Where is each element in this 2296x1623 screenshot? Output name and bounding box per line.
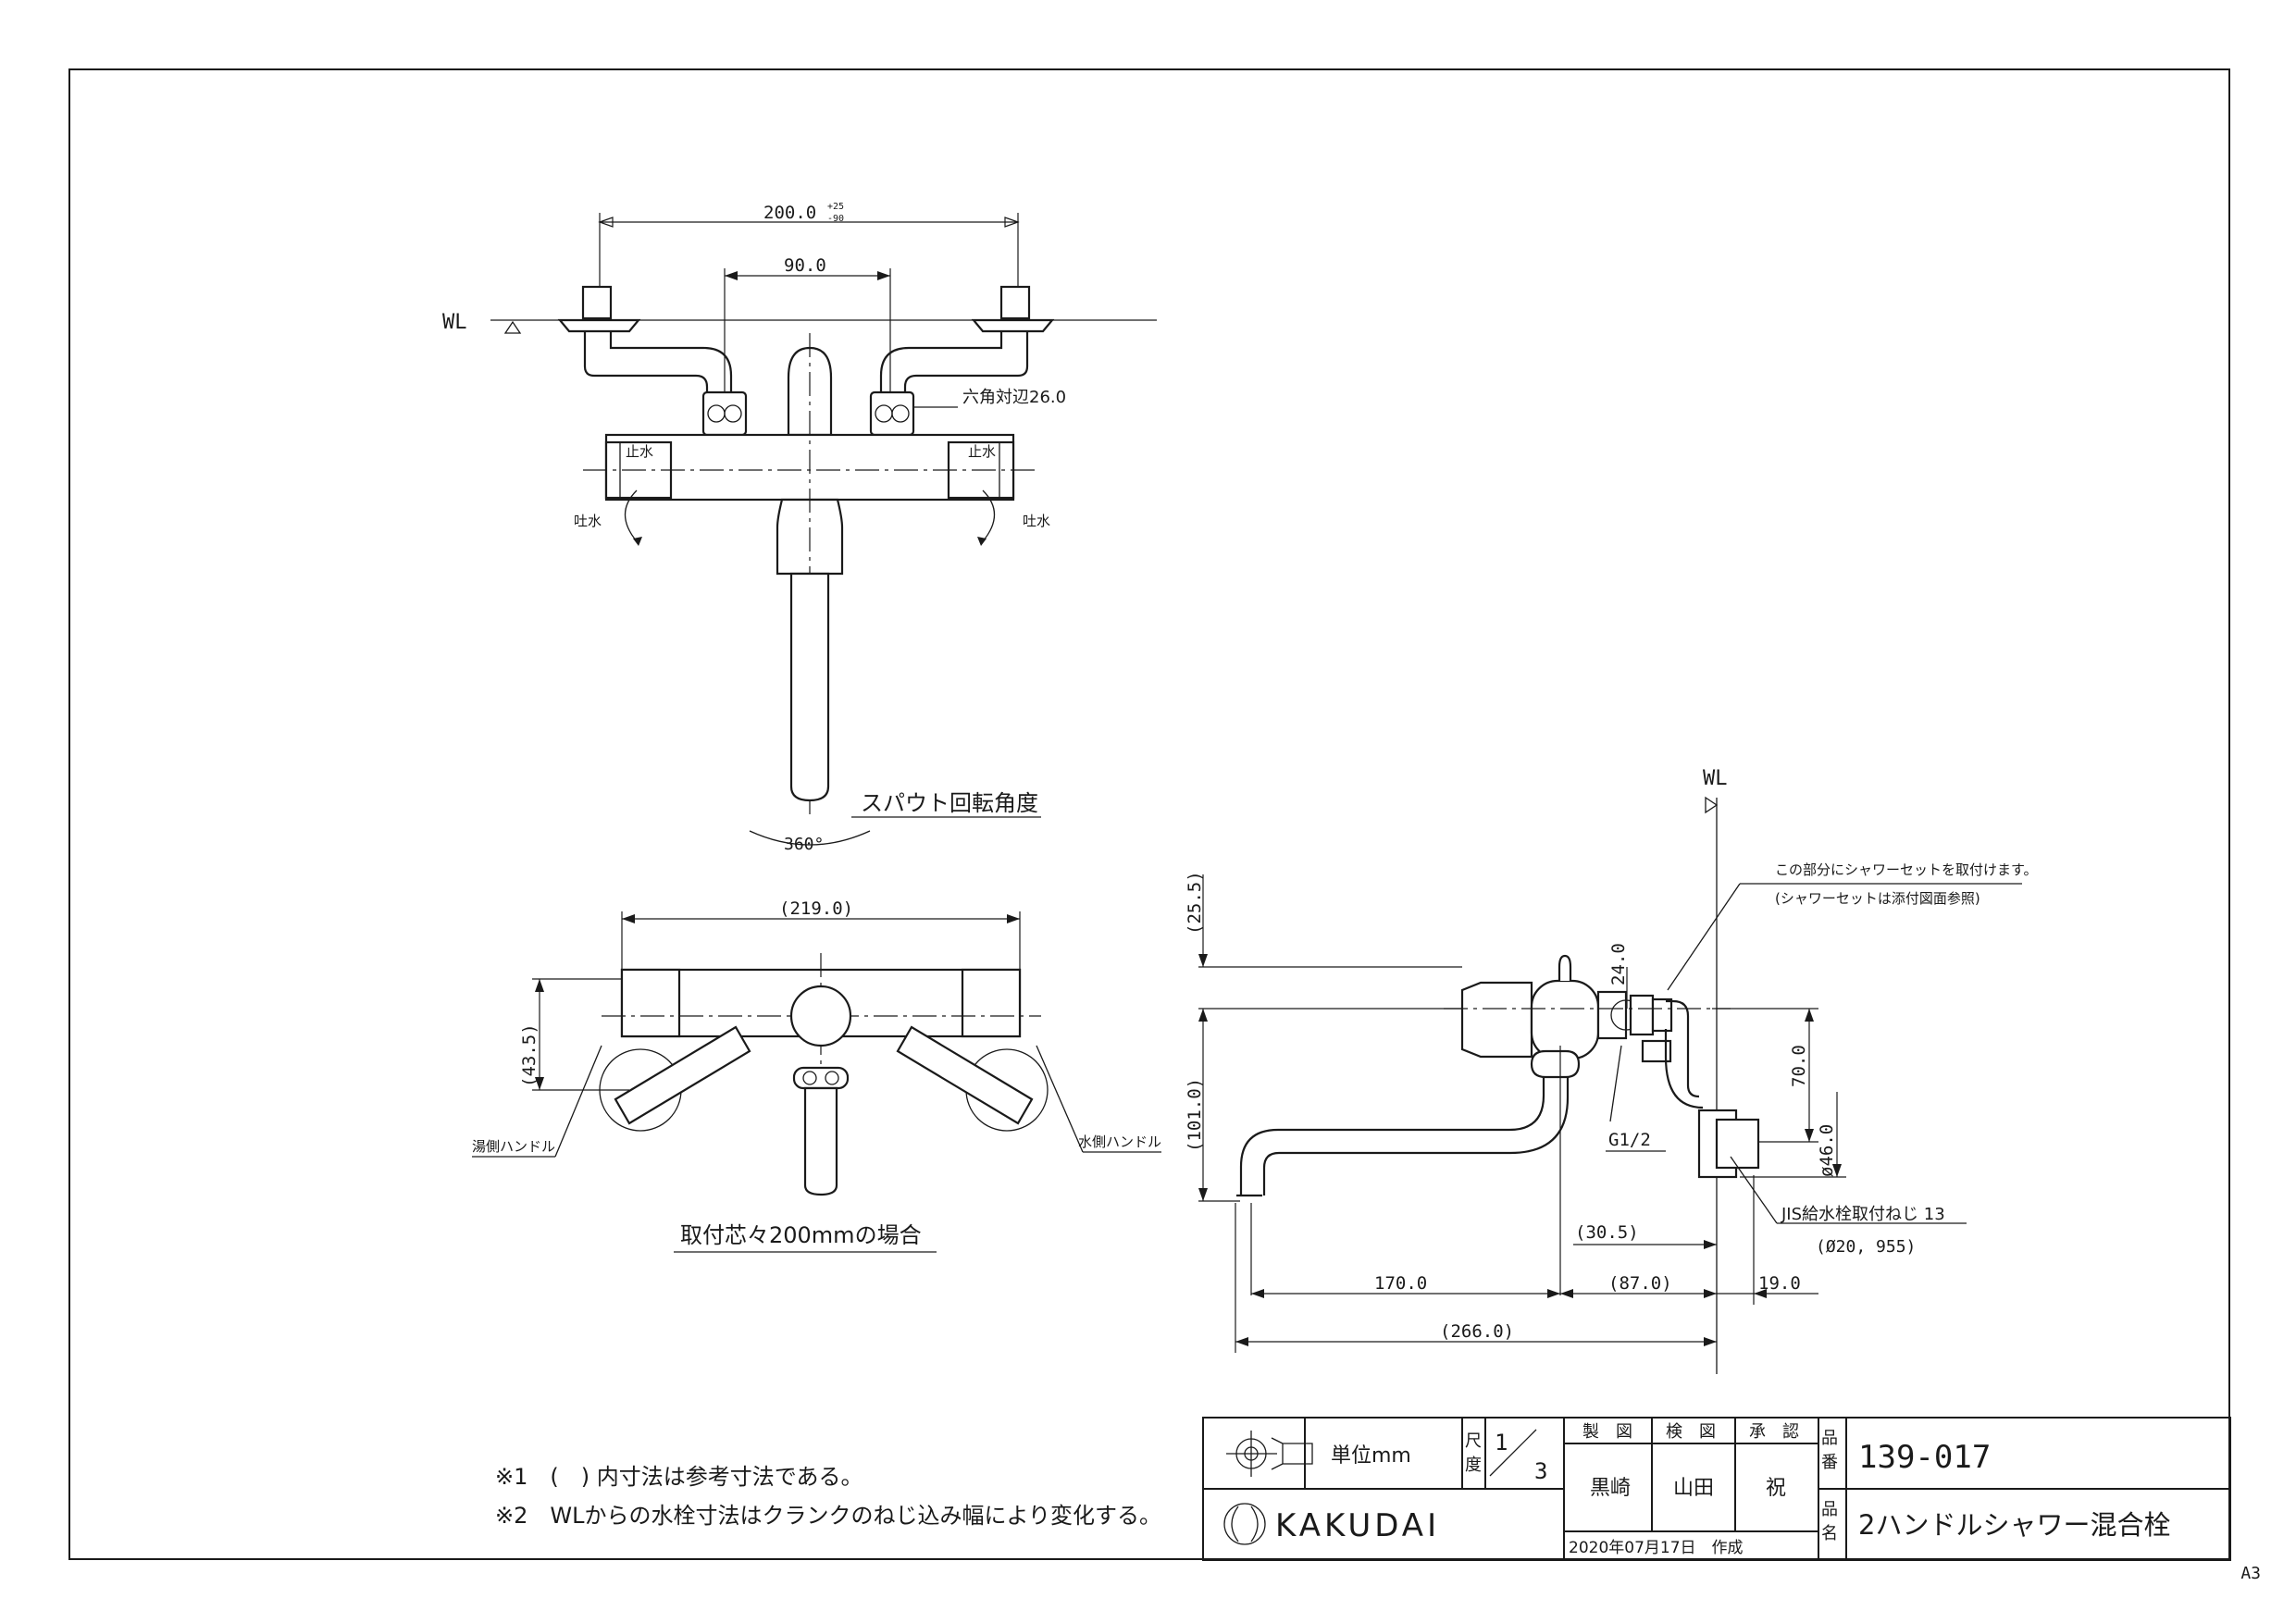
dim-19: 19.0 bbox=[1758, 1273, 1801, 1294]
thread-g12: G1/2 bbox=[1608, 1130, 1651, 1150]
dim-46: ø46.0 bbox=[1817, 1124, 1837, 1177]
wl-label-front: WL bbox=[442, 311, 467, 334]
dim-87: (87.0) bbox=[1608, 1273, 1672, 1294]
unit-label: 単位mm bbox=[1331, 1444, 1411, 1468]
dim-tol-upper: +25 bbox=[827, 202, 844, 212]
dim-30-5: (30.5) bbox=[1575, 1222, 1639, 1243]
part-number: 139-017 bbox=[1858, 1439, 1991, 1476]
spout-left: 吐水 bbox=[574, 513, 602, 529]
shower-note-sub: (シャワーセットは添付図面参照) bbox=[1775, 890, 1980, 907]
dim-101: (101.0) bbox=[1185, 1078, 1205, 1152]
brand: KAKUDAI bbox=[1275, 1507, 1440, 1544]
sheet-size: A3 bbox=[2240, 1564, 2261, 1583]
stop-right: 止水 bbox=[968, 443, 996, 460]
date: 2020年07月17日 作成 bbox=[1569, 1539, 1744, 1557]
top-caption: 取付芯々200mmの場合 bbox=[680, 1222, 922, 1248]
cold-handle: 水側ハンドル bbox=[1078, 1134, 1161, 1150]
rotation-angle: 360° bbox=[784, 835, 824, 854]
note-2: ※2 WLからの水栓寸法はクランクのねじ込み幅により変化する。 bbox=[495, 1503, 1161, 1529]
notes: ※1 ( ) 内寸法は参考寸法である。 ※2 WLからの水栓寸法はクランクのねじ… bbox=[495, 1457, 1161, 1535]
shower-note: この部分にシャワーセットを取付けます。 bbox=[1775, 861, 2038, 878]
hex-label: 六角対辺26.0 bbox=[962, 388, 1066, 407]
front-view: 200.0 +25 -90 90.0 WL 六角対辺26.0 bbox=[442, 202, 1157, 854]
dim-center: 90.0 bbox=[784, 255, 826, 276]
dim-266: (266.0) bbox=[1440, 1321, 1514, 1342]
name-label-2: 名 bbox=[1821, 1524, 1838, 1543]
part-name: 2ハンドルシャワー混合栓 bbox=[1858, 1509, 2170, 1541]
scale-num: 1 bbox=[1495, 1430, 1508, 1456]
rotation-label: スパウト回転角度 bbox=[861, 790, 1038, 816]
dim-24: 24.0 bbox=[1608, 943, 1629, 985]
note-1: ※1 ( ) 内寸法は参考寸法である。 bbox=[495, 1464, 863, 1490]
scale-label-2: 度 bbox=[1465, 1456, 1482, 1475]
dim-depth: (43.5) bbox=[519, 1023, 540, 1087]
spout-right: 吐水 bbox=[1023, 513, 1050, 529]
jis-thread-dia: (Ø20, 955) bbox=[1816, 1237, 1916, 1257]
top-view: (219.0) (43.5) 湯側ハンドル 水側ハンドル 取付芯々200mmの場… bbox=[472, 898, 1161, 1253]
title-block: 単位mm 尺 度 1 3 製 図 検 図 承 認 黒崎 山田 祝 KAKUDAI… bbox=[1202, 1417, 2231, 1561]
approved-by: 祝 bbox=[1766, 1477, 1786, 1500]
projection-symbol-icon bbox=[1226, 1431, 1313, 1477]
dim-170: 170.0 bbox=[1374, 1273, 1427, 1294]
stop-left: 止水 bbox=[626, 443, 653, 460]
drawn-by: 黒崎 bbox=[1590, 1477, 1631, 1500]
wl-label-side: WL bbox=[1703, 767, 1728, 790]
scale-den: 3 bbox=[1534, 1458, 1547, 1484]
checked-by: 山田 bbox=[1673, 1477, 1714, 1500]
kakudai-logo-icon bbox=[1223, 1503, 1266, 1545]
dim-top: (25.5) bbox=[1185, 871, 1205, 935]
approved-header: 承 認 bbox=[1749, 1422, 1799, 1442]
dim-width: (219.0) bbox=[779, 898, 853, 919]
jis-thread: JIS給水栓取付ねじ 13 bbox=[1781, 1205, 1945, 1224]
hot-handle: 湯側ハンドル bbox=[472, 1138, 555, 1155]
dim-overall: 200.0 bbox=[763, 203, 816, 223]
pn-label-1: 品 bbox=[1821, 1429, 1838, 1448]
scale-label-1: 尺 bbox=[1465, 1431, 1482, 1451]
checked-header: 検 図 bbox=[1666, 1422, 1716, 1442]
drawn-header: 製 図 bbox=[1582, 1422, 1632, 1442]
name-label-1: 品 bbox=[1821, 1500, 1838, 1519]
dim-70: 70.0 bbox=[1789, 1045, 1809, 1087]
dim-tol-lower: -90 bbox=[827, 214, 844, 224]
drawing-frame bbox=[68, 68, 2230, 1560]
pn-label-2: 番 bbox=[1821, 1453, 1838, 1472]
side-view: WL この部分にシャワーセットを取付けます。 (シャワーセットは添付図面参照) … bbox=[1185, 767, 2038, 1374]
